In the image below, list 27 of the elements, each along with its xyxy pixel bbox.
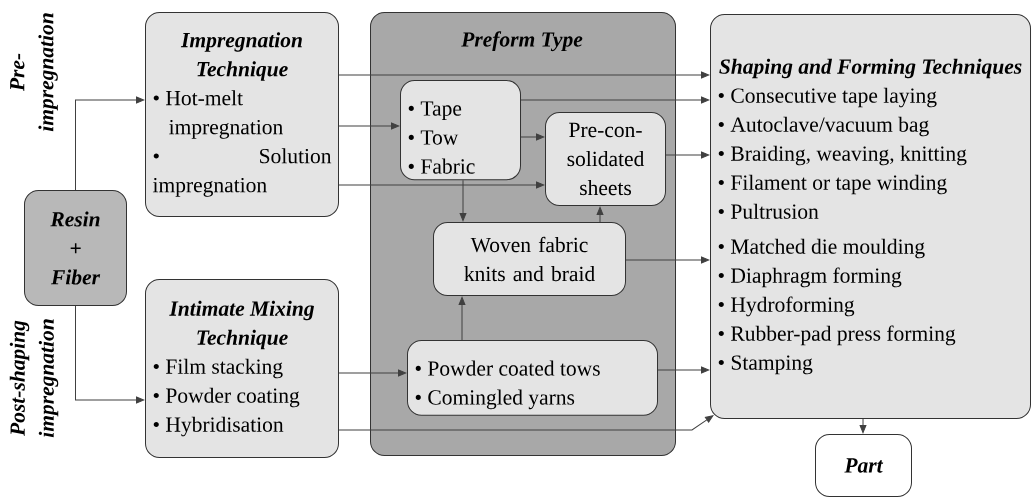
side-label: Post-shaping impregnation [9, 319, 59, 438]
arrow [665, 151, 710, 159]
process-box: Pre-con- solidated sheets [545, 112, 666, 206]
start-box: Resin + Fiber [24, 190, 127, 306]
process-box: Intimate Mixing Technique • Film stacking • Powder coating • Hybridisation [145, 279, 339, 458]
arrow [596, 206, 604, 223]
arrow [657, 366, 710, 374]
process-box: • Tape • Tow • Fabric [400, 80, 521, 181]
arrow [338, 71, 710, 79]
arrow [338, 415, 714, 431]
end-box: Part [815, 434, 912, 497]
arrow [338, 181, 545, 189]
process-box: Shaping and Forming Techniques • Consecutive tape laying • Autoclave/vacuum bag • Braiding, weaving, knitting • Filament or tape winding • Pultrusion • Matched die moulding • Diaphragm forming • Hydroforming • Rubber-pad press forming • Stamping [710, 14, 1031, 419]
arrow [520, 133, 545, 141]
arrow [458, 296, 466, 341]
arrow [859, 418, 867, 434]
arrow [338, 369, 407, 377]
arrow [75, 96, 145, 191]
arrow [75, 305, 145, 404]
side-label: Pre- impregnation [10, 13, 58, 132]
process-box: • Powder coated tows • Comingled yarns [407, 340, 658, 416]
arrow [520, 96, 710, 104]
arrow [459, 179, 467, 222]
process-box: Woven fabric knits and braid [433, 222, 626, 296]
process-box: Impregnation Technique • Hot-melt impregnation • Solution impregnation [145, 12, 339, 217]
arrow [338, 122, 400, 130]
arrow [625, 256, 710, 264]
